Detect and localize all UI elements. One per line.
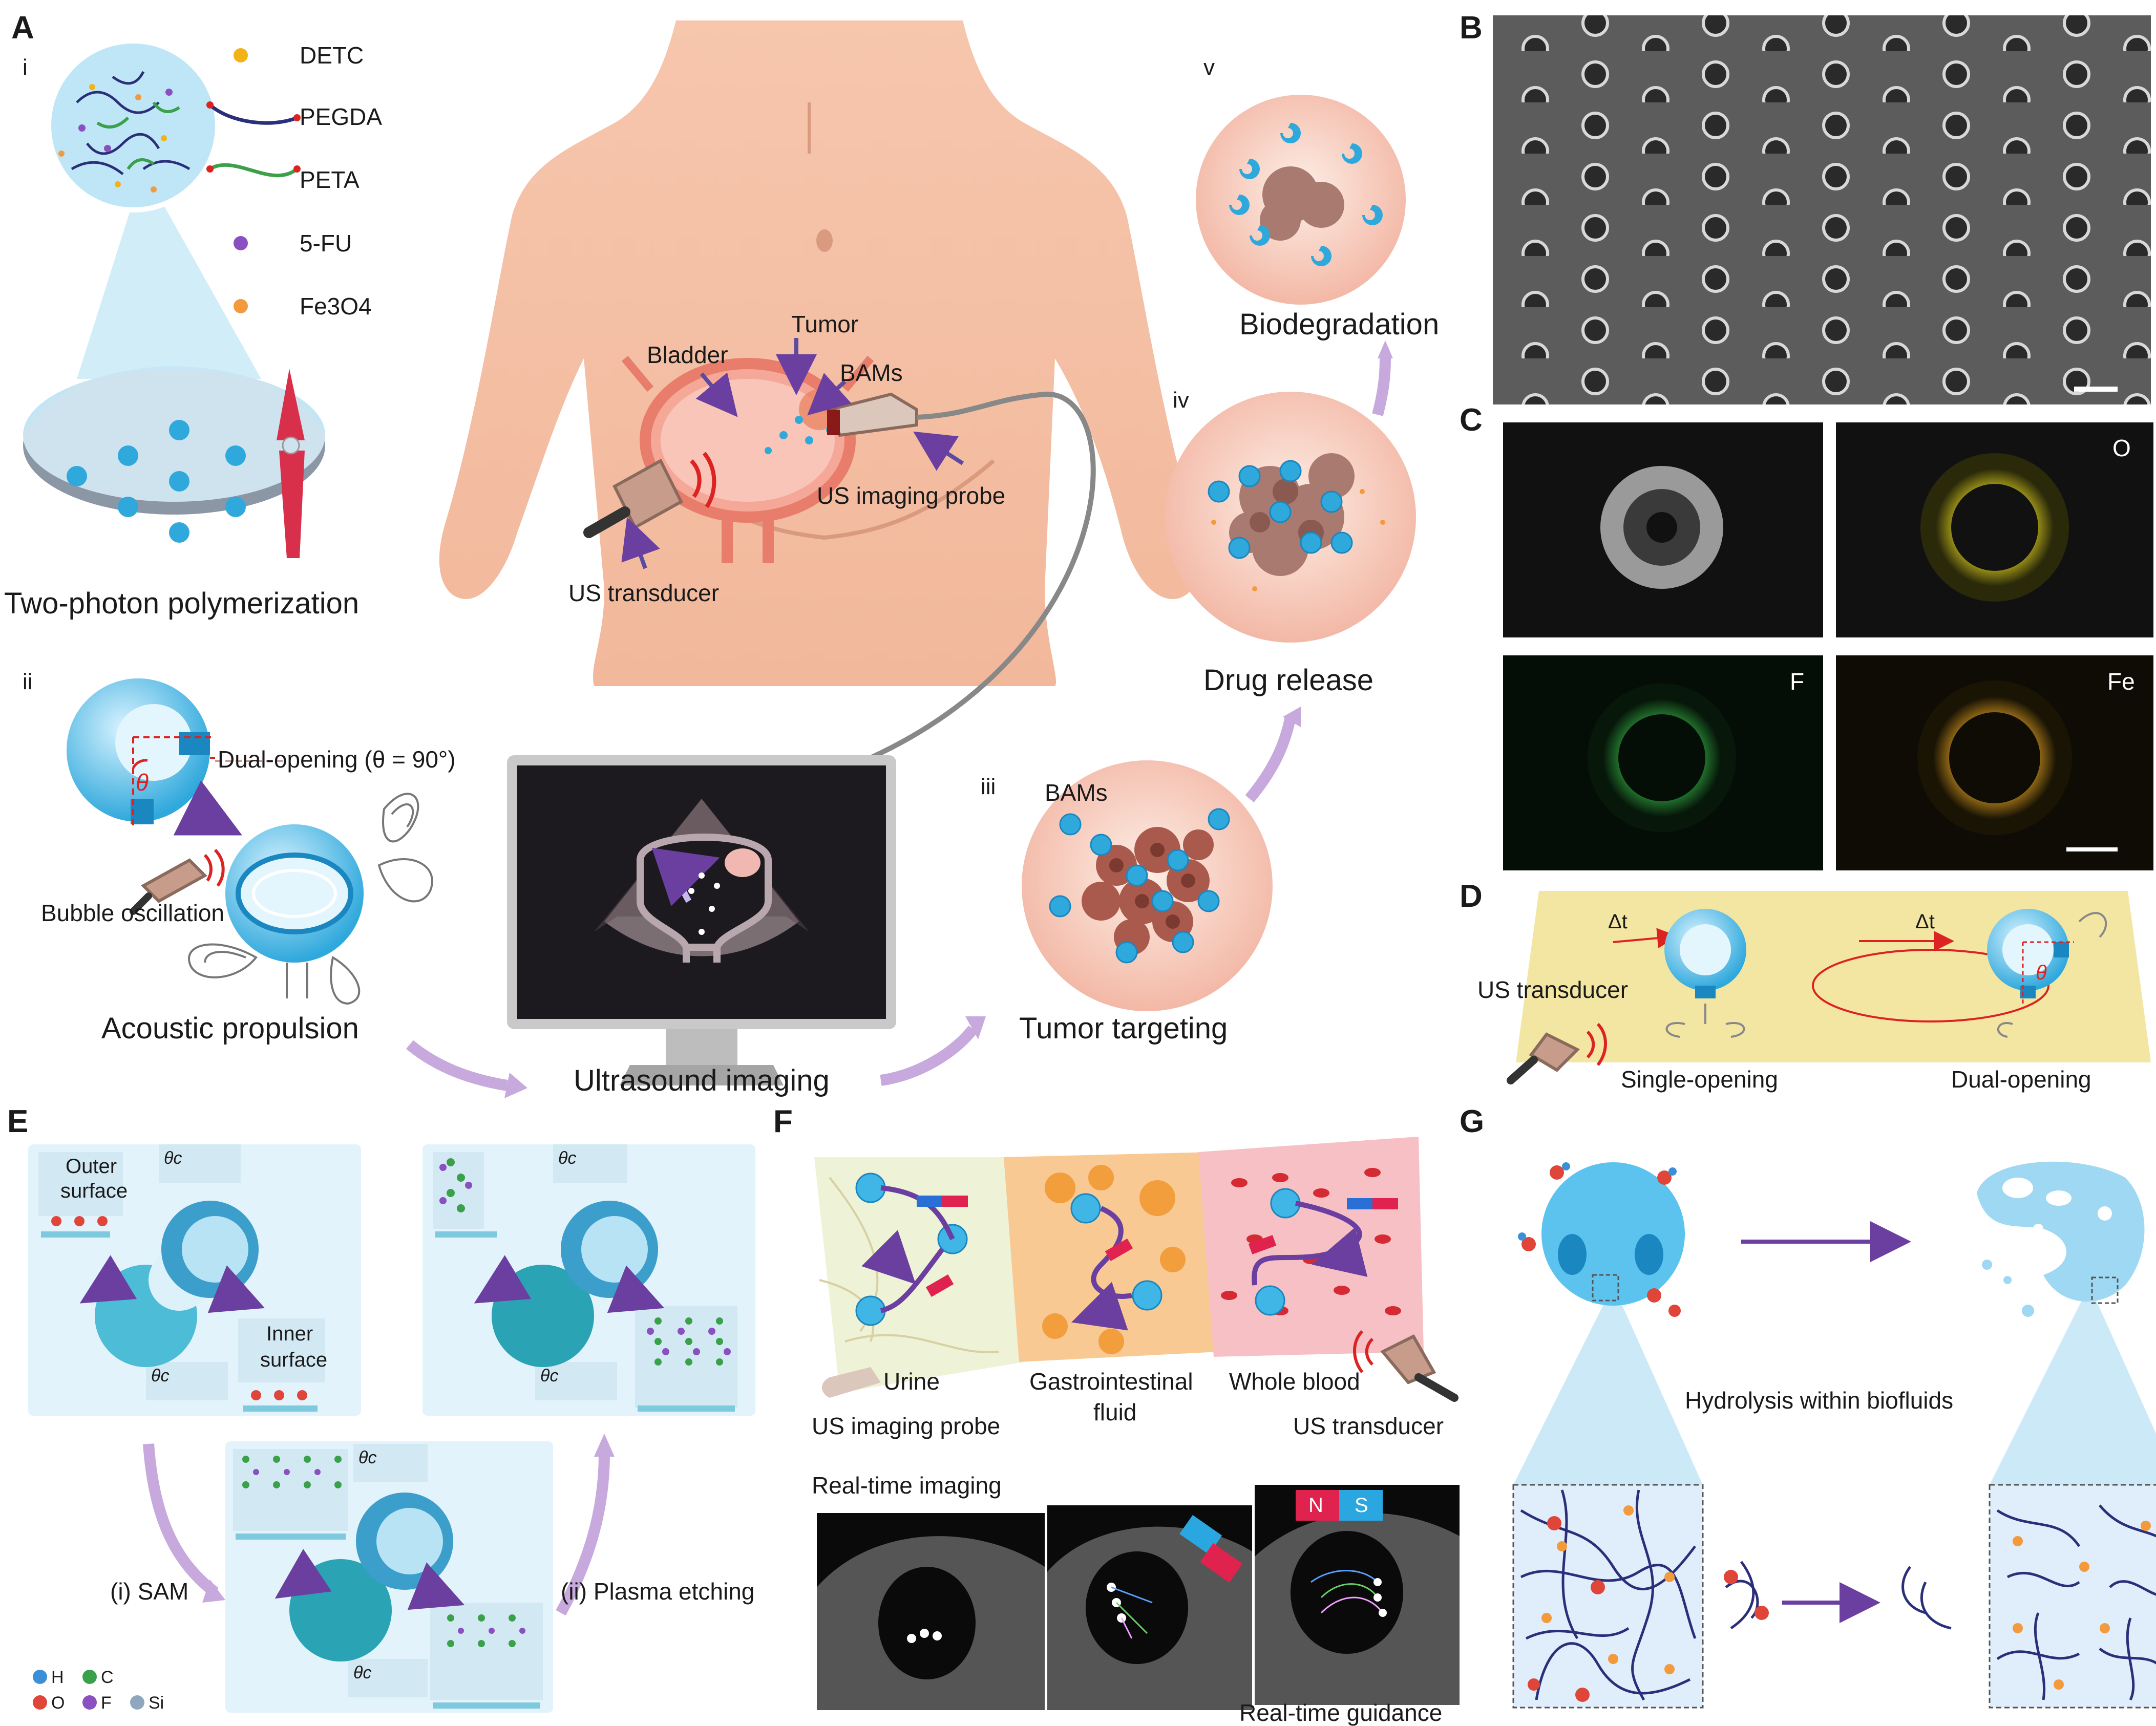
realtime-imaging-label: Real-time imaging [812, 1472, 1002, 1499]
inner-surface-label-1: Inner [266, 1323, 313, 1345]
urine-label: Urine [883, 1368, 940, 1395]
magnet-n-label: N [1308, 1494, 1323, 1517]
panel-label-b: B [1460, 10, 1483, 46]
biodegradation-illustration [1196, 95, 1406, 305]
magnet-s-label: S [1355, 1494, 1368, 1517]
bam-dual-opening-illustration [67, 678, 433, 1005]
eds-o-label: O [2112, 435, 2131, 461]
sem-image [1493, 15, 2151, 404]
eds-maps [1503, 422, 2153, 870]
ultrasound-imaging-label: Ultrasound imaging [574, 1064, 830, 1097]
f-probe-label: US imaging probe [812, 1413, 1001, 1439]
legend-pegda: PEGDA [300, 103, 383, 130]
theta-c-label-4: θc [540, 1366, 559, 1386]
panel-g-illustration [1512, 1161, 2156, 1709]
sam-label: (i) SAM [110, 1578, 189, 1605]
atom-o: O [51, 1693, 65, 1713]
step-iii-label: iii [981, 774, 996, 799]
eds-f-label: F [1790, 668, 1805, 695]
d-transducer-label: US transducer [1477, 976, 1629, 1003]
inner-surface-label-2: surface [260, 1349, 328, 1371]
theta-c-label-1: θc [164, 1148, 182, 1168]
us-transducer-label: US transducer [568, 580, 720, 606]
panel-d-illustration [1507, 891, 2151, 1084]
drug-release-label: Drug release [1203, 664, 1374, 697]
step-iv-label: iv [1173, 388, 1189, 413]
legend-icons [206, 48, 301, 313]
outer-surface-label-2: surface [60, 1180, 128, 1202]
panel-label-a: A [11, 10, 34, 46]
biodegradation-label: Biodegradation [1239, 308, 1440, 341]
delta-t-label-2: Δt [1915, 910, 1935, 933]
drug-release-illustration [1165, 392, 1416, 643]
acoustic-propulsion-label: Acoustic propulsion [101, 1012, 359, 1045]
eds-fe-label: Fe [2107, 668, 2135, 695]
theta-c-label-3: θc [558, 1148, 577, 1168]
legend-detc: DETC [300, 42, 364, 69]
theta-c-label-5: θc [358, 1448, 377, 1467]
legend-5fu: 5-FU [300, 230, 352, 257]
delta-t-label-1: Δt [1608, 910, 1627, 933]
tumor-targeting-illustration [1022, 760, 1273, 1011]
legend-fe3o4: Fe3O4 [300, 293, 372, 319]
step-v-label: v [1203, 55, 1215, 80]
plasma-etching-label: (ii) Plasma etching [561, 1578, 755, 1605]
panel-f-illustration [814, 1137, 1460, 1710]
atom-f: F [101, 1693, 112, 1713]
step-i-label: i [23, 55, 28, 80]
atom-h: H [51, 1668, 64, 1687]
step-ii-label: ii [23, 669, 33, 694]
dual-opening-label: Dual-opening (θ = 90°) [218, 746, 456, 773]
panel-label-g: G [1460, 1104, 1485, 1139]
single-opening-label: Single-opening [1621, 1066, 1778, 1093]
hydrolysis-label: Hydrolysis within biofluids [1685, 1387, 1954, 1414]
gi-fluid-label-1: Gastrointestinal [1029, 1368, 1193, 1395]
human-body [439, 20, 1200, 686]
ultrasound-monitor [507, 755, 896, 1085]
f-transducer-label: US transducer [1293, 1413, 1444, 1439]
two-photon-label: Two-photon polymerization [4, 587, 360, 620]
bubble-oscillation-label: Bubble oscillation [41, 900, 225, 926]
dual-opening-d-label: Dual-opening [1951, 1066, 2091, 1093]
bams-body-label: BAMs [840, 359, 903, 386]
atom-si: Si [149, 1693, 164, 1713]
theta-c-label-6: θc [353, 1663, 372, 1682]
panel-label-f: F [773, 1104, 793, 1139]
panel-label-c: C [1460, 402, 1483, 438]
bladder-label: Bladder [647, 342, 728, 368]
bams-circle-label: BAMs [1045, 779, 1108, 806]
realtime-guidance-label: Real-time guidance [1239, 1699, 1443, 1726]
tumor-targeting-label: Tumor targeting [1019, 1012, 1228, 1045]
theta-label: θ [136, 769, 149, 796]
panel-label-e: E [7, 1104, 29, 1139]
legend-peta: PETA [300, 166, 360, 193]
theta-c-label-2: θc [151, 1366, 170, 1386]
two-photon-illustration [23, 38, 325, 558]
flow-arrows [406, 358, 1391, 1091]
panel-e-illustration [28, 1144, 755, 1713]
whole-blood-label: Whole blood [1229, 1368, 1360, 1395]
d-theta-label: θ [2036, 962, 2047, 984]
atom-c: C [101, 1668, 114, 1687]
panel-label-d: D [1460, 879, 1483, 914]
outer-surface-label-1: Outer [66, 1155, 117, 1178]
gi-fluid-label-2: fluid [1093, 1399, 1137, 1425]
us-imaging-probe-label: US imaging probe [817, 482, 1006, 509]
us-transducer-icon [583, 452, 716, 538]
tumor-label: Tumor [791, 311, 859, 337]
